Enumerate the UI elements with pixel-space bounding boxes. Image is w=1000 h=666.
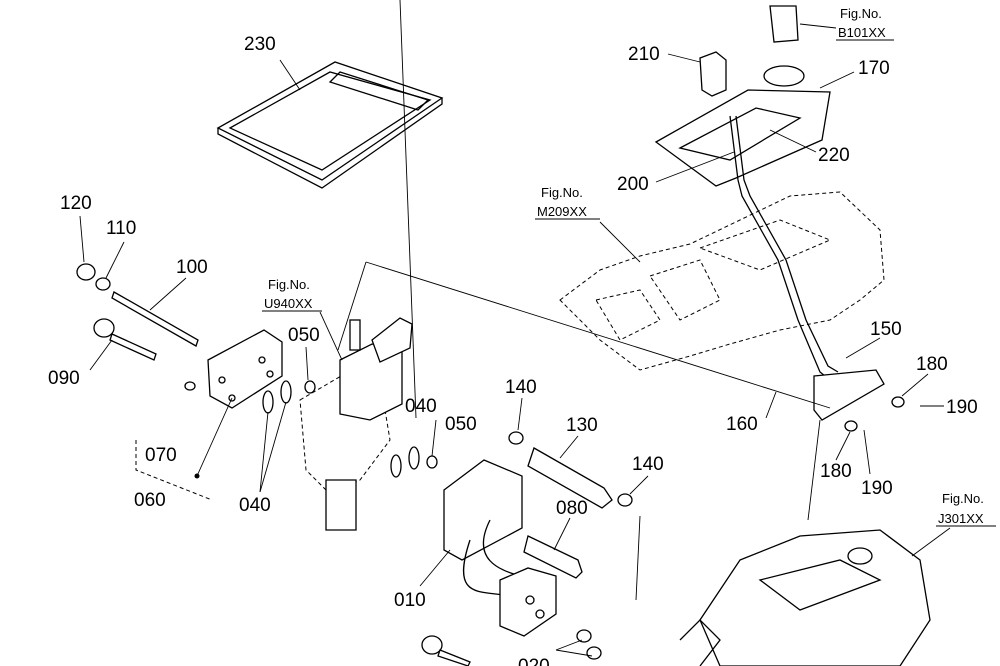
label-020: 020: [518, 656, 550, 666]
label-120: 120: [60, 193, 92, 214]
label-230: 230: [244, 34, 276, 55]
label-160: 160: [726, 414, 758, 435]
fig-u940xx-valve: [299, 317, 413, 531]
label-220: 220: [818, 145, 850, 166]
part-100-stud: [111, 291, 199, 347]
fig-code-b101xx: B101XX: [838, 25, 886, 40]
label-200: 200: [617, 174, 649, 195]
part-010-block: [443, 459, 557, 637]
label-090: 090: [48, 368, 80, 389]
part-070-bolt: [184, 381, 196, 391]
label-080: 080: [556, 498, 588, 519]
part-110-washer: [95, 277, 111, 291]
label-100: 100: [176, 257, 208, 278]
label-140: 140: [505, 377, 537, 398]
label-040: 040: [239, 495, 271, 516]
label-050: 050: [445, 414, 477, 435]
fig-m209xx-housing: [559, 191, 885, 371]
fig-label: Fig.No.: [840, 6, 882, 21]
fig-j301xx-housing: [679, 529, 931, 666]
label-110: 110: [106, 218, 136, 239]
fig-label: Fig.No.: [268, 277, 310, 292]
fig-code-j301xx: J301XX: [938, 511, 984, 526]
fig-code-m209xx: M209XX: [537, 204, 587, 219]
figure-references: Fig.No. B101XX Fig.No. M209XX Fig.No. U9…: [262, 6, 996, 527]
label-010: 010: [394, 590, 426, 611]
part-130-pipe: [527, 447, 613, 509]
fig-label: Fig.No.: [942, 491, 984, 506]
label-140: 140: [632, 454, 664, 475]
bracket-plate: [194, 329, 283, 479]
label-130: 130: [566, 415, 598, 436]
fig-label: Fig.No.: [541, 185, 583, 200]
bottom-bolt: [421, 635, 471, 666]
label-180: 180: [916, 354, 948, 375]
label-170: 170: [858, 58, 890, 79]
fig-code-u940xx: U940XX: [264, 296, 313, 311]
label-150: 150: [870, 319, 902, 340]
label-190: 190: [861, 478, 893, 499]
leader-lines: [79, 0, 951, 657]
label-060: 060: [134, 490, 166, 511]
part-170-cover: [654, 5, 831, 187]
part-090-bolt: [93, 318, 157, 361]
part-200-lever: [729, 115, 885, 421]
label-190: 190: [946, 397, 978, 418]
label-070: 070: [145, 445, 177, 466]
label-050: 050: [288, 325, 320, 346]
part-230-manual: [216, 61, 444, 189]
part-080-pin: [523, 535, 583, 579]
part-120-nut: [76, 263, 96, 281]
label-180: 180: [820, 461, 852, 482]
label-040: 040: [405, 396, 437, 417]
part-210-knob: [699, 51, 727, 97]
label-210: 210: [628, 44, 660, 65]
part-labels: 230 210 170 220 200 120 110 100 050 090 …: [48, 34, 978, 666]
